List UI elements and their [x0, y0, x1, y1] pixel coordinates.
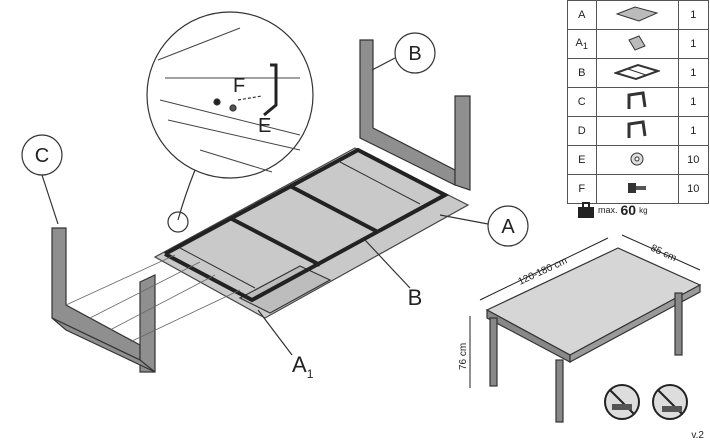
assembled-table [485, 247, 702, 423]
part-letter: A [567, 0, 597, 30]
parts-row: A1 1 [567, 29, 709, 59]
detail-magnifier [146, 11, 314, 179]
parts-row: F 10 [567, 174, 709, 204]
callout-a-label: A [501, 216, 515, 238]
leg-frame-c-icon [595, 87, 679, 117]
callout-f-label: F [233, 75, 245, 97]
dimension-depth: 85 cm [649, 243, 678, 264]
bolt-icon [595, 174, 679, 204]
max-load: max. 60 kg [577, 202, 648, 218]
part-letter: D [567, 116, 597, 146]
leg-frame-top [359, 39, 471, 191]
frame-b [164, 147, 450, 303]
frame-icon [595, 58, 679, 88]
version-label: v.2 [691, 430, 704, 441]
part-quantity: 1 [677, 116, 709, 146]
max-load-value: 60 [620, 202, 637, 218]
part-quantity: 1 [677, 58, 709, 88]
max-load-prefix: max. [598, 205, 618, 215]
leg-frame-c [51, 227, 156, 373]
part-letter: B [567, 58, 597, 88]
tabletop-a [153, 147, 470, 319]
part-quantity: 1 [677, 87, 709, 117]
callout-b-top [394, 32, 436, 74]
leg-frame-d-icon [595, 116, 679, 146]
callout-a1-label: A1 [292, 352, 314, 381]
part-letter: C [567, 87, 597, 117]
part-quantity: 10 [677, 145, 709, 175]
part-letter: A1 [567, 29, 597, 59]
part-letter: E [567, 145, 597, 175]
dimension-height: 76 cm [458, 343, 469, 370]
part-letter: F [567, 174, 597, 204]
allen-key-icon [263, 63, 278, 117]
weight-icon [578, 202, 594, 218]
part-quantity: 1 [677, 0, 709, 30]
part-quantity: 10 [677, 174, 709, 204]
part-quantity: 1 [677, 29, 709, 59]
max-load-unit: kg [639, 205, 648, 215]
tabletop-icon [595, 0, 679, 30]
extension-leaf-a1 [238, 265, 332, 314]
washer-icon [595, 145, 679, 175]
callout-b-top-label: B [408, 43, 421, 65]
extension-leaf-icon [595, 29, 679, 59]
callout-a [487, 205, 529, 247]
callout-c-label: C [35, 145, 49, 167]
parts-row: E 10 [567, 145, 709, 175]
no-sitting-warning-icon [604, 384, 640, 420]
callout-e-label: E [258, 115, 271, 137]
callout-b-bottom-label: B [408, 285, 423, 310]
no-standing-warning-icon [652, 384, 688, 420]
